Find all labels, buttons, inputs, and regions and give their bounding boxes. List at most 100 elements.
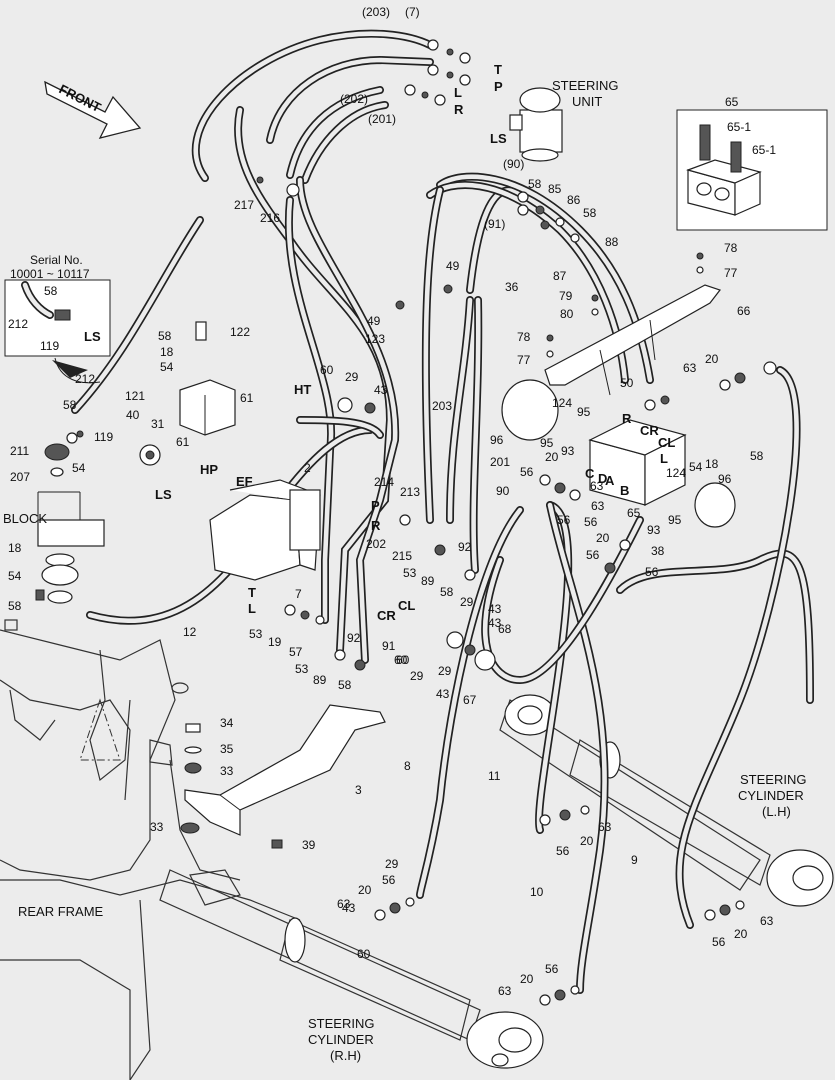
rear-frame-caption: REAR FRAME [18, 904, 104, 919]
label: 212 [75, 372, 95, 386]
label: 78 [724, 241, 738, 255]
label: 217 [234, 198, 254, 212]
label: 95 [540, 436, 554, 450]
label: 60 [357, 947, 371, 961]
label: 29 [345, 370, 359, 384]
label: 29 [438, 664, 452, 678]
label: 63 [683, 361, 697, 375]
label: 2 [304, 461, 311, 475]
label: (203) [362, 5, 390, 19]
label: 86 [567, 193, 581, 207]
port-label: T [494, 62, 502, 77]
label: 68 [498, 622, 512, 636]
port-label: CL [658, 435, 675, 450]
cyl-lh-caption: (L.H) [762, 804, 791, 819]
label: 92 [347, 631, 361, 645]
label: 54 [689, 460, 703, 474]
label: 20 [580, 834, 594, 848]
front-arrow: FRONT [44, 80, 142, 139]
block-121 [179, 321, 236, 436]
label: 65 [725, 95, 739, 109]
label: 87 [553, 269, 567, 283]
label: 89 [313, 673, 327, 687]
label: 9 [631, 853, 638, 867]
port-label: LS [490, 131, 507, 146]
label: 18 [8, 541, 22, 555]
label: 216 [260, 211, 280, 225]
label: 38 [651, 544, 665, 558]
label: 58 [583, 206, 597, 220]
label: 60 [396, 653, 410, 667]
label: 63 [337, 897, 351, 911]
port-label: CL [398, 598, 415, 613]
label: 20 [734, 927, 748, 941]
label: 12 [183, 625, 197, 639]
steering-unit [509, 87, 563, 162]
label: 63 [591, 499, 605, 513]
label: 58 [528, 177, 542, 191]
label: 53 [295, 662, 309, 676]
label: 201 [490, 455, 510, 469]
label: 58 [8, 599, 22, 613]
label: 63 [498, 984, 512, 998]
port-label: L [660, 451, 668, 466]
label: 56 [712, 935, 726, 949]
port-label: B [620, 483, 629, 498]
port-label: L [248, 601, 256, 616]
port-label: LS [84, 329, 101, 344]
port-label: CR [377, 608, 396, 623]
label: 33 [220, 764, 234, 778]
left-block [35, 443, 105, 604]
label: 122 [230, 325, 250, 339]
bracket-66 [544, 284, 721, 396]
label: 96 [718, 472, 732, 486]
label: 93 [561, 444, 575, 458]
port-labels: T P L R LS HT EF HP LS P R T L CR CL CR … [84, 62, 675, 623]
label: 85 [548, 182, 562, 196]
label: 54 [8, 569, 22, 583]
cyl-lh-caption: CYLINDER [738, 788, 804, 803]
label: 93 [647, 523, 661, 537]
label: 33 [150, 820, 164, 834]
label: 20 [520, 972, 534, 986]
steering-cylinder-rh [159, 869, 544, 1069]
label: 49 [446, 259, 460, 273]
label: 20 [596, 531, 610, 545]
steering-cylinder-lh [499, 694, 834, 907]
label: 203 [432, 399, 452, 413]
port-label: R [371, 518, 381, 533]
label: 43 [374, 383, 388, 397]
label: 124 [666, 466, 686, 480]
label: 91 [382, 639, 396, 653]
label: 58 [63, 398, 77, 412]
label: 49 [367, 314, 381, 328]
label: 10 [530, 885, 544, 899]
steering-unit-caption: UNIT [572, 94, 602, 109]
label: 43 [342, 901, 356, 915]
label: 60 [320, 363, 334, 377]
label: 124 [552, 396, 572, 410]
serial-range: 10001 ~ 10117 [10, 267, 90, 281]
label: 34 [220, 716, 234, 730]
label: 20 [545, 450, 559, 464]
block-caption: BLOCK [3, 511, 47, 526]
label: 31 [151, 417, 165, 431]
label: 211 [10, 444, 29, 458]
label: 58 [44, 284, 58, 298]
label: 58 [750, 449, 764, 463]
label: 58 [158, 329, 172, 343]
port-label: L [454, 85, 462, 100]
serial-title: Serial No. [30, 253, 83, 267]
port-label: A [605, 473, 615, 488]
label: 95 [668, 513, 682, 527]
cyl-rh-caption: (R.H) [330, 1048, 361, 1063]
label: (202) [340, 92, 368, 106]
rear-frame [0, 619, 301, 1080]
label: 19 [268, 635, 282, 649]
label: 65-1 [752, 143, 776, 157]
label: 50 [620, 376, 634, 390]
label: 213 [400, 485, 420, 499]
port-label: R [622, 411, 632, 426]
hydraulic-pump [209, 479, 321, 581]
